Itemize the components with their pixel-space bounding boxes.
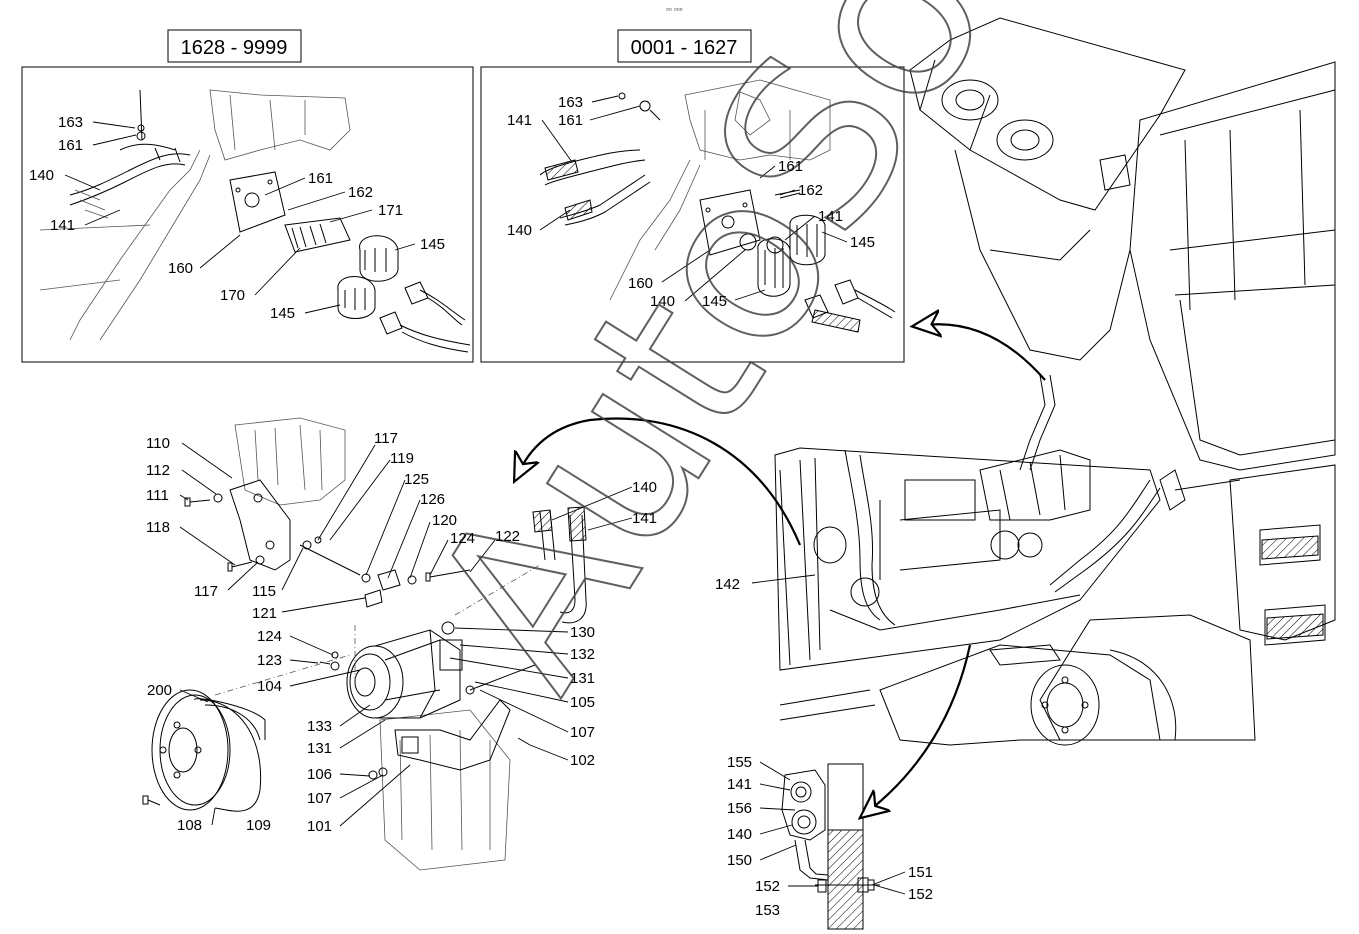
- callout-107: 107: [570, 724, 595, 741]
- callout-160: 160: [628, 275, 653, 292]
- callout-162: 162: [348, 184, 373, 201]
- callout-106: 106: [307, 766, 332, 783]
- callout-140: 140: [727, 826, 752, 843]
- callout-160: 160: [168, 260, 193, 277]
- callout-161: 161: [308, 170, 333, 187]
- callout-156: 156: [727, 800, 752, 817]
- callout-163: 163: [558, 94, 583, 111]
- mount-detail-drawing: [781, 763, 880, 930]
- callout-101: 101: [307, 818, 332, 835]
- callout-161: 161: [778, 158, 803, 175]
- leader-lines: [64, 95, 906, 895]
- callout-130: 130: [570, 624, 595, 641]
- callout-124: 124: [257, 628, 282, 645]
- callout-155: 155: [727, 754, 752, 771]
- callout-126: 126: [420, 491, 445, 508]
- callout-112: 112: [146, 462, 170, 479]
- callout-141: 141: [507, 112, 532, 129]
- callout-140: 140: [650, 293, 675, 310]
- callout-124: 124: [450, 530, 475, 547]
- callout-122: 122: [495, 528, 520, 545]
- callout-120: 120: [432, 512, 457, 529]
- callout-labels: 163 161 140 141 161 162 171 145 160 170 …: [29, 94, 933, 919]
- callout-171: 171: [378, 202, 403, 219]
- callout-145: 145: [850, 234, 875, 251]
- callout-140: 140: [632, 479, 657, 496]
- callout-123: 123: [257, 652, 282, 669]
- watermark: AutoSoft: [379, 0, 1131, 730]
- callout-117: 117: [194, 583, 218, 600]
- callout-152: 152: [908, 886, 933, 903]
- callout-115: 115: [252, 583, 276, 600]
- callout-104: 104: [257, 678, 282, 695]
- svg-text:AutoSoft: AutoSoft: [380, 0, 1130, 729]
- callout-131: 131: [307, 740, 332, 757]
- callout-132: 132: [570, 646, 595, 663]
- callout-119: 119: [390, 450, 414, 467]
- callout-110: 110: [146, 435, 170, 452]
- inset-right-drawing: [539, 79, 896, 333]
- machine-view-drawing: [774, 17, 1336, 746]
- callout-125: 125: [404, 471, 429, 488]
- callout-145: 145: [270, 305, 295, 322]
- range-header-right: 0001 - 1627: [617, 29, 752, 63]
- callout-117: 117: [374, 430, 398, 447]
- callout-141: 141: [632, 510, 657, 527]
- callout-109: 109: [246, 817, 271, 834]
- callout-102: 102: [570, 752, 595, 769]
- range-header-left: 1628 - 9999: [167, 29, 302, 63]
- callout-161: 161: [558, 112, 583, 129]
- detail-arrows: [520, 324, 1046, 810]
- callout-118: 118: [146, 519, 170, 536]
- callout-141: 141: [50, 217, 75, 234]
- top-mark: ▫▫ ▫▫▫: [666, 5, 683, 14]
- svg-text:1628 - 9999: 1628 - 9999: [181, 37, 288, 59]
- callout-161: 161: [58, 137, 83, 154]
- callout-140: 140: [29, 167, 54, 184]
- inset-frame-right: [480, 66, 905, 363]
- callout-153: 153: [755, 902, 780, 919]
- callout-170: 170: [220, 287, 245, 304]
- callout-105: 105: [570, 694, 595, 711]
- callout-145: 145: [420, 236, 445, 253]
- callout-141: 141: [818, 208, 843, 225]
- callout-152: 152: [755, 878, 780, 895]
- callout-111: 111: [146, 487, 169, 504]
- callout-121: 121: [252, 605, 277, 622]
- svg-text:0001 - 1627: 0001 - 1627: [631, 37, 738, 59]
- inset-frame-left: [21, 66, 474, 363]
- callout-107: 107: [307, 790, 332, 807]
- callout-131: 131: [570, 670, 595, 687]
- callout-162: 162: [798, 182, 823, 199]
- callout-163: 163: [58, 114, 83, 131]
- callout-140: 140: [507, 222, 532, 239]
- inset-left-drawing: [39, 89, 471, 353]
- callout-142: 142: [715, 576, 740, 593]
- callout-151: 151: [908, 864, 933, 881]
- compressor-assembly-drawing: [142, 417, 587, 871]
- callout-141: 141: [727, 776, 752, 793]
- callout-133: 133: [307, 718, 332, 735]
- callout-108: 108: [177, 817, 202, 834]
- callout-145: 145: [702, 293, 727, 310]
- callout-200: 200: [147, 682, 172, 699]
- callout-150: 150: [727, 852, 752, 869]
